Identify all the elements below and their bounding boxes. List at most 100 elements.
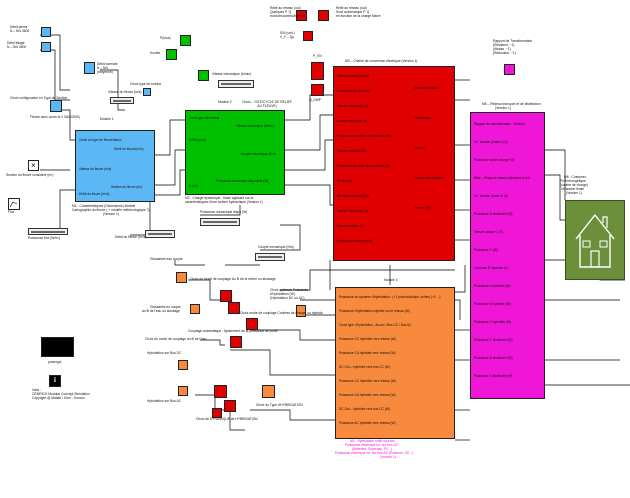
glob-label3: (Hybridation DC ou AC) [270,296,305,300]
module3-right-row-4: Tension (V) [414,206,431,210]
red-const4[interactable] [311,62,324,80]
orange-ctrl2[interactable] [178,360,188,370]
module4-row-4: Puissance CA hybridée vers réseau (W) [339,351,396,355]
info-icon: i [54,376,56,384]
module3-right-row-1: Paramètres [414,116,431,120]
module3-right-row-3: Facteur de puissance [414,176,445,180]
module3-right-row-2: Cos phi [414,146,425,150]
section-fleuve-label: Section du fleuve consideré (m²) [6,173,54,177]
module1-block[interactable]: Choix du type de fleuve/laison Débit du … [75,130,155,202]
green-const2[interactable] [166,49,177,60]
red-ctrl4[interactable] [230,336,242,348]
const1-block[interactable] [41,27,51,37]
module4-block[interactable]: Puissance du système d'hybridation : (+1… [335,287,455,439]
green-const1[interactable] [180,35,191,46]
red-ctrl6[interactable] [224,400,236,412]
vitesse-fleuve-display [110,97,134,104]
module3-row-7: Pertes (W) [337,179,353,183]
module5-row-9: Puissance A hybridée (W) [474,284,511,288]
powergui-block[interactable] [41,337,74,357]
module6-caption3: (courbe de charge) [560,183,588,187]
red-ctrl7[interactable] [212,408,222,418]
top-label4: Relié au réseau (oui) [336,6,367,10]
module3-row-11: Puissance électrique (W) [337,239,373,243]
rapport-label3: (Abaiss. ~1) [493,47,511,51]
top-label3: mono/tri/continu/hybride [270,14,306,18]
choix-turbine-block[interactable] [143,88,151,96]
rapport-label1: Rapport de Transformation [493,39,533,43]
module4-row-8: DC Out – hybridée vers bus CC (W) [339,407,390,411]
orange-const2[interactable] [296,305,306,317]
const3-value: N – N/s [97,66,108,70]
module6-caption4: Utilisation finale [561,187,585,191]
ctrl6-label: Choix de DYNAMIQUE de HYBRIDATION [196,417,258,421]
module3-right-row-0: Etat de la chaîne [414,86,438,90]
red-ctrl1[interactable] [220,290,232,302]
module2-block[interactable]: Choix type de turbine Vitesse mécanique … [185,110,285,195]
module5-row-0: Rapport de transformation : Tension [474,122,525,126]
rapport-label2: (Élévateur, ~1) [493,43,515,47]
const1-label: Débit pleins [10,25,28,29]
product-block[interactable]: × [28,160,39,171]
module2-in6: A (m²) [189,184,198,188]
green-const3[interactable] [198,70,209,81]
glob-label2: d'hybridation (W) [270,292,295,296]
info-block[interactable]: i [49,375,61,387]
orange-ctrl4[interactable] [262,385,275,398]
module2-in2: Vitesse mécanique (tr/min) [236,124,274,128]
module1-in3: Vitesse du fleuve (m/s) [79,167,112,171]
module6-block[interactable] [565,200,625,280]
const2-label: Débit étiage [7,41,25,45]
choix-section-block[interactable] [50,100,62,112]
module2-caption2: caractéristiques d'une turbine hydrauliq… [185,200,263,204]
vitesse-meca-label: Vitesse mécanique (tr/min) [212,72,252,76]
orange-ctrl3[interactable] [178,386,188,396]
module3-block[interactable]: Vitesse turbine (tr/min)Puissance généré… [333,66,455,261]
flux-block[interactable] [8,198,20,210]
const3-label: Débit normale [97,62,118,66]
module2-header: Choix... GITE/CYCLE DE RELIEF AU FLEUVE) [242,100,292,108]
module4-row-7: Puissance CA hybridée vers réseau (W) [339,393,396,397]
top-label2: Quelques P. Q [270,10,292,14]
couple-meca-label: Couple mécanique (Nm) [258,245,294,249]
puiss-label: P(tous) [160,36,171,40]
module6-caption5: (Version 1) [566,191,582,195]
module5-row-3: Mise – Etage du réseau (tension) en kV [474,176,530,180]
choix-section-label: Choix configuration en Type de Section [10,96,68,100]
vitesse-fleuve-label: Vitesse du fleuve (m/s) [108,90,142,94]
const2-value: N – N/s 360/l [7,45,27,49]
orange-const1[interactable] [176,272,187,283]
module3-row-8: Rendement global (%) [337,194,369,198]
choix-turbine-label: Choix type de turbine [130,82,162,86]
module5-row-14: Puissance E distribuée (W) [474,374,513,378]
module4-row-0: Puissance du système d'hybridation : (+1… [339,295,441,299]
const3-block[interactable] [84,62,95,74]
red-ctrl3[interactable] [246,318,258,330]
orange-ctrl1[interactable] [190,304,200,314]
debit-fleuve-label: Débit du fleuve (m³/s) [115,235,147,239]
module5-row-11: Puissance C hybridée (W) [474,320,512,324]
red-const3[interactable] [303,31,313,41]
red-const2[interactable] [318,10,329,21]
module1-in1: Choix du type de fleuve/laison [79,138,122,142]
red-ctrl2[interactable] [228,302,240,314]
module4-row-9: Puissance AC hybridée vers réseau (W) [339,421,396,425]
red-const1[interactable] [296,10,307,21]
const1-value: N – N/s 360/l [10,29,30,33]
module5-row-5: Puissance B distribuée (W) [474,212,513,216]
module5-subtitle: (Version 1) [495,106,511,110]
flux-label: Flux [8,210,15,214]
couple-display [255,253,285,261]
glob-label1: Choix optimum Puissance [270,288,309,292]
module5-row-6: Tension phase C (V) [474,230,503,234]
module4-row-2: Choix type d'hybridation : Aucun / Bus C… [339,323,412,327]
module1-in4: Section du fleuve (m²) [111,185,143,189]
red-const5[interactable] [311,84,324,96]
ctrl2-label: Choix mode de couplage Courbes de charge… [240,311,323,315]
rapport-const[interactable] [504,64,515,75]
red-ctrl5[interactable] [214,385,227,398]
const3-sub: (Moyenne) [97,70,113,74]
const2-block[interactable] [41,42,51,52]
module3-row-3: Courant redressé (A) [337,119,367,123]
